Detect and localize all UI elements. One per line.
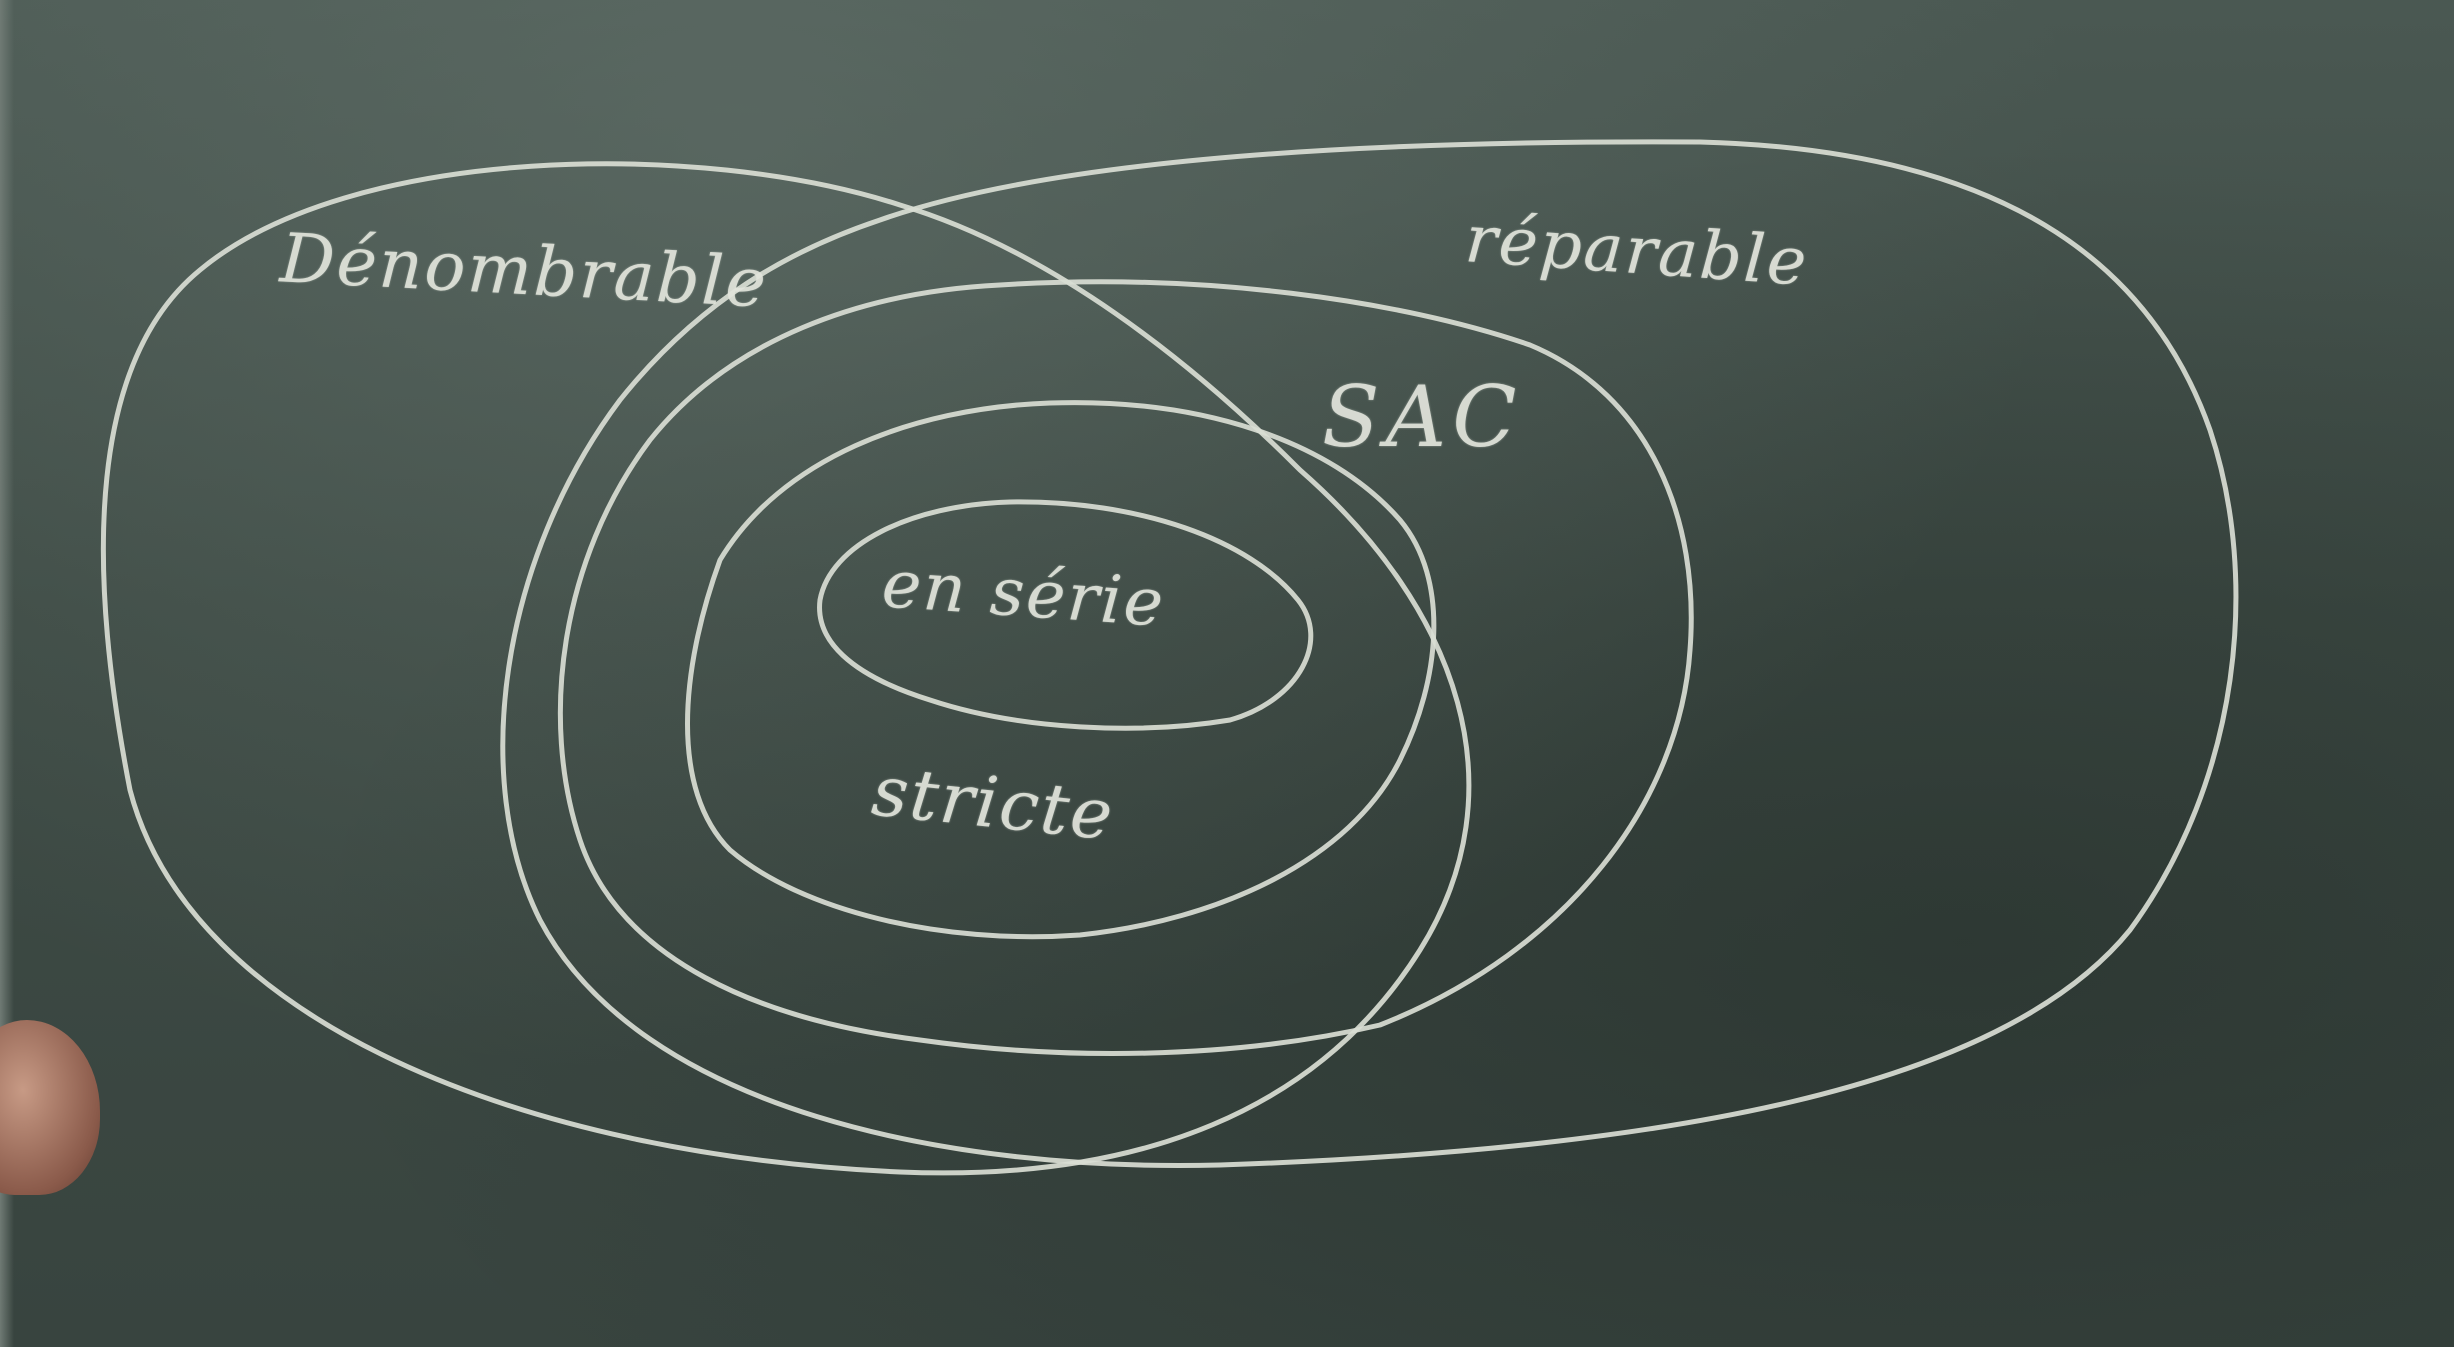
board-frame-edge [0, 0, 14, 1347]
set-ensemble-outline [817, 499, 1314, 731]
set-reparable-outline [500, 139, 2239, 1168]
label-sac: SAC [1322, 368, 1523, 466]
set-sac-outline [557, 279, 1694, 1056]
set-stricte-outline [685, 400, 1437, 940]
set-denombrable-outline [100, 161, 1472, 1176]
